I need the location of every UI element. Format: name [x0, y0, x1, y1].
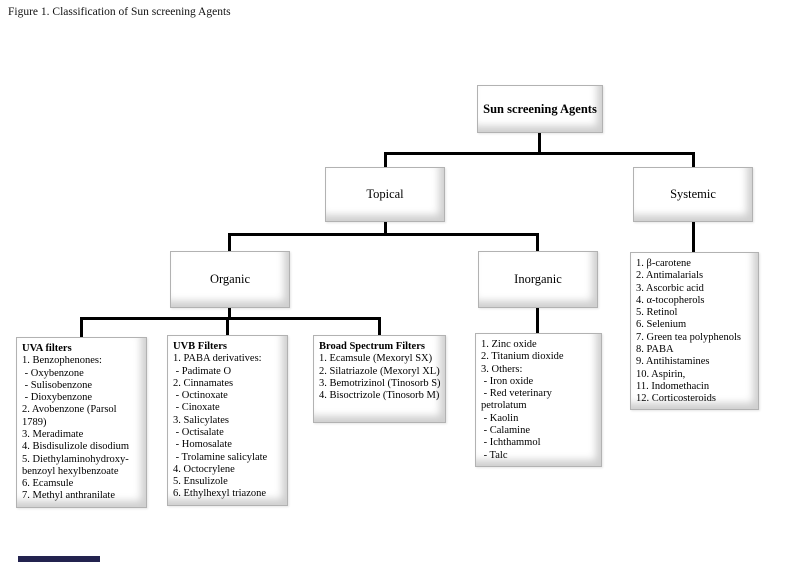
- list-item: 6. Ethylhexyl triazone: [173, 488, 267, 500]
- cropped-bottom-bar: [18, 556, 100, 562]
- list-item: - Oxybenzone: [22, 367, 84, 379]
- node-uva-filters-list: UVA filters 1. Benzophenones: - Oxybenzo…: [16, 337, 147, 508]
- list-item: 4. α-tocopherols: [636, 294, 705, 306]
- node-sun-screening-agents: Sun screening Agents: [477, 85, 603, 133]
- list-item: 1. PABA derivatives:: [173, 353, 262, 365]
- connector-uva-drop: [80, 317, 83, 337]
- list-item: 3. Meradimate: [22, 428, 84, 440]
- list-item: - Sulisobenzone: [22, 379, 92, 391]
- list-item: - Trolamine salicylate: [173, 451, 268, 463]
- list-item: 8. PABA: [636, 343, 674, 355]
- list-item: 3. Bemotrizinol (Tinosorb S): [319, 377, 441, 389]
- node-systemic: Systemic: [633, 167, 753, 222]
- list-item: 3. Ascorbic acid: [636, 282, 704, 294]
- list-item: 5. Ensulizole: [173, 476, 228, 488]
- list-item: 1. Ecamsule (Mexoryl SX): [319, 353, 433, 365]
- connector-inorganic-drop: [536, 233, 539, 251]
- list-item: 1. β-carotene: [636, 258, 691, 269]
- list-item: 4. Bisoctrizole (Tinosorb M): [319, 390, 440, 402]
- list-item: - Ichthammol: [481, 437, 541, 449]
- list-item: 2. Titanium dioxide: [481, 351, 564, 363]
- list-item: 7. Methyl anthranilate: [22, 490, 116, 502]
- list-item: 1. Benzophenones:: [22, 355, 102, 367]
- node-inorganic: Inorganic: [478, 251, 598, 308]
- list-item: 4. Octocrylene: [173, 463, 235, 475]
- connector-uvb-drop: [226, 317, 229, 335]
- connector-systemic-stem: [692, 222, 695, 252]
- list-item: - Octisalate: [173, 426, 224, 438]
- connector-broad-drop: [378, 317, 381, 335]
- list-title: Broad Spectrum Filters: [319, 341, 425, 352]
- connector-organic-drop: [228, 233, 231, 251]
- figure-caption: Figure 1. Classification of Sun screenin…: [8, 6, 231, 18]
- list-item: 9. Antihistamines: [636, 356, 710, 368]
- node-topical: Topical: [325, 167, 445, 222]
- node-label: Organic: [209, 272, 251, 286]
- connector-topical-stem: [384, 222, 387, 236]
- list-item: 1. Zinc oxide: [481, 339, 537, 350]
- connector-inorganic-stem: [536, 308, 539, 333]
- list-item: 5. Retinol: [636, 307, 678, 319]
- connector-organic-stem: [228, 308, 231, 320]
- connector-level2-horizontal: [228, 233, 539, 236]
- list-item: - Dioxybenzone: [22, 392, 92, 404]
- list-item: - Red veterinary petrolatum: [481, 388, 555, 412]
- node-organic: Organic: [170, 251, 290, 308]
- list-item: 3. Others:: [481, 363, 523, 375]
- connector-level3-horizontal: [80, 317, 381, 320]
- list-item: - Octinoxate: [173, 390, 228, 402]
- list-item: 5. Diethylaminohydroxy-benzoyl hexylbenz…: [22, 453, 129, 477]
- list-item: 3. Salicylates: [173, 414, 229, 426]
- list-item: - Calamine: [481, 424, 530, 436]
- connector-level1-horizontal: [384, 152, 695, 155]
- connector-systemic-drop: [692, 152, 695, 167]
- connector-topical-drop: [384, 152, 387, 167]
- list-item: - Homosalate: [173, 439, 232, 451]
- list-item: 10. Aspirin,: [636, 368, 686, 380]
- list-item: - Talc: [481, 449, 508, 461]
- node-label: Topical: [366, 187, 404, 201]
- list-item: - Iron oxide: [481, 375, 534, 387]
- list-item: - Kaolin: [481, 412, 519, 424]
- list-body: 1. Ecamsule (Mexoryl SX)2. Silatriazole …: [319, 353, 441, 402]
- list-item: 11. Indomethacin: [636, 380, 710, 392]
- list-item: - Cinoxate: [173, 402, 220, 414]
- connector-root-stem: [538, 133, 541, 154]
- list-item: - Padimate O: [173, 365, 232, 377]
- list-item: 2. Silatriazole (Mexoryl XL): [319, 365, 440, 377]
- list-title: UVA filters: [22, 343, 72, 354]
- node-label: Inorganic: [514, 272, 562, 286]
- list-item: 6. Ecamsule: [22, 478, 74, 490]
- node-label: Sun screening Agents: [483, 101, 597, 116]
- list-body: 1. Benzophenones: - Oxybenzone - Sulisob…: [22, 355, 142, 502]
- node-uvb-filters-list: UVB Filters 1. PABA derivatives: - Padim…: [167, 335, 288, 506]
- list-item: 2. Cinnamates: [173, 377, 234, 389]
- node-broad-spectrum-filters-list: Broad Spectrum Filters 1. Ecamsule (Mexo…: [313, 335, 446, 423]
- list-title: UVB Filters: [173, 341, 227, 352]
- list-item: 2. Avobenzone (Parsol 1789): [22, 404, 120, 428]
- node-label: Systemic: [670, 187, 716, 201]
- list-item: 12. Corticosteroids: [636, 393, 716, 405]
- list-item: 7. Green tea polyphenols: [636, 331, 741, 343]
- list-item: 6. Selenium: [636, 319, 687, 331]
- list-item: 2. Antimalarials: [636, 270, 704, 282]
- list-item: 4. Bisdisulizole disodium: [22, 441, 130, 453]
